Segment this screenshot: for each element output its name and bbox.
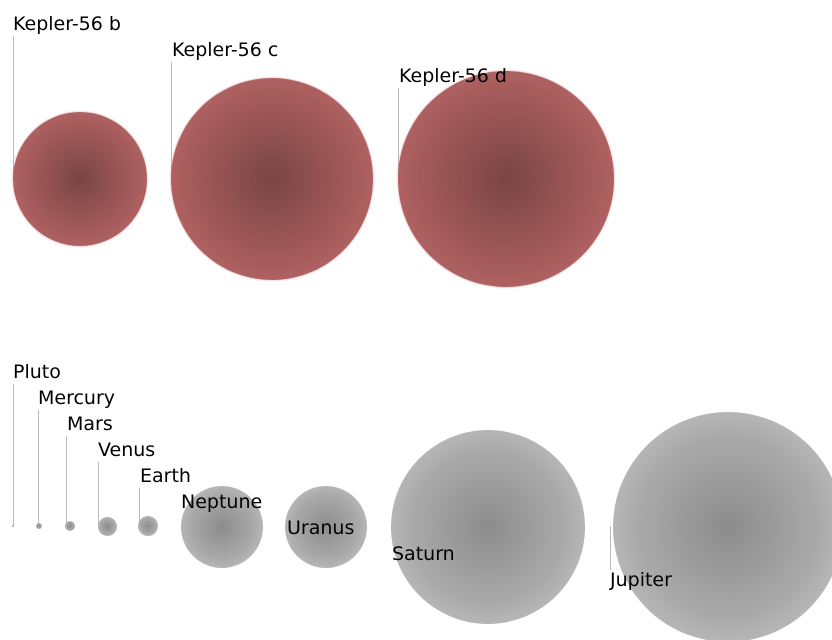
leader-line-kepler-56-d bbox=[398, 88, 399, 180]
leader-line-venus bbox=[98, 462, 99, 526]
planet-earth bbox=[138, 516, 158, 536]
label-uranus: Uranus bbox=[287, 517, 355, 539]
label-venus: Venus bbox=[98, 439, 156, 461]
leader-line-pluto bbox=[13, 384, 14, 526]
planet-kepler-56-d bbox=[398, 71, 614, 287]
label-kepler-56-b: Kepler-56 b bbox=[13, 13, 121, 35]
label-mars: Mars bbox=[67, 413, 113, 435]
label-mercury: Mercury bbox=[38, 387, 116, 409]
leader-line-mars bbox=[66, 436, 67, 526]
planet-kepler-56-c bbox=[171, 78, 373, 280]
label-kepler-56-d: Kepler-56 d bbox=[399, 65, 507, 87]
leader-line-earth bbox=[139, 488, 140, 526]
label-earth: Earth bbox=[140, 465, 191, 487]
planet-venus bbox=[98, 517, 117, 536]
planet-saturn bbox=[391, 430, 585, 624]
planet-uranus bbox=[285, 486, 367, 568]
label-neptune: Neptune bbox=[181, 491, 263, 513]
leader-line-kepler-56-c bbox=[171, 62, 172, 180]
label-jupiter: Jupiter bbox=[610, 569, 672, 591]
label-pluto: Pluto bbox=[13, 361, 61, 383]
planet-mars bbox=[65, 521, 75, 531]
planet-pluto bbox=[12, 525, 14, 527]
planet-jupiter bbox=[613, 412, 832, 640]
label-saturn: Saturn bbox=[392, 543, 455, 565]
leader-line-mercury bbox=[38, 410, 39, 526]
leader-line-kepler-56-b bbox=[13, 36, 14, 180]
planet-neptune bbox=[181, 486, 263, 568]
label-kepler-56-c: Kepler-56 c bbox=[172, 39, 279, 61]
planet-mercury bbox=[36, 523, 42, 529]
planet-kepler-56-b bbox=[13, 112, 147, 246]
leader-line-jupiter bbox=[610, 526, 611, 570]
